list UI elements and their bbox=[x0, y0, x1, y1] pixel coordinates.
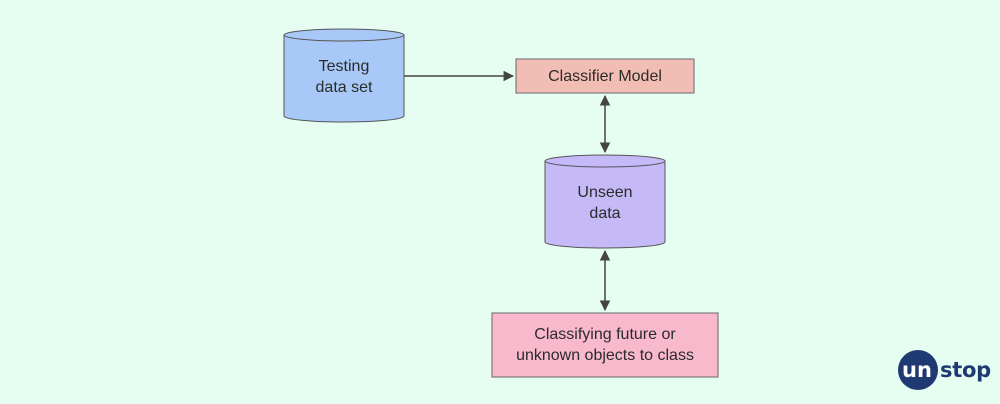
testing-data-cylinder bbox=[283, 28, 405, 123]
unstop-logo: un stop bbox=[898, 350, 991, 390]
classifier-model-box bbox=[515, 58, 695, 94]
unseen-data-cylinder bbox=[544, 154, 666, 249]
logo-badge: un bbox=[898, 350, 938, 390]
classifying-label: Classifying future or unknown objects to… bbox=[516, 326, 694, 364]
classifier-model-label: Classifier Model bbox=[548, 67, 662, 85]
unseen-data-label: Unseen data bbox=[577, 184, 633, 222]
logo-text-un: un bbox=[902, 358, 932, 382]
testing-data-label: Testing data set bbox=[315, 58, 373, 96]
classifying-box bbox=[491, 312, 719, 378]
logo-text-stop: stop bbox=[940, 358, 991, 382]
